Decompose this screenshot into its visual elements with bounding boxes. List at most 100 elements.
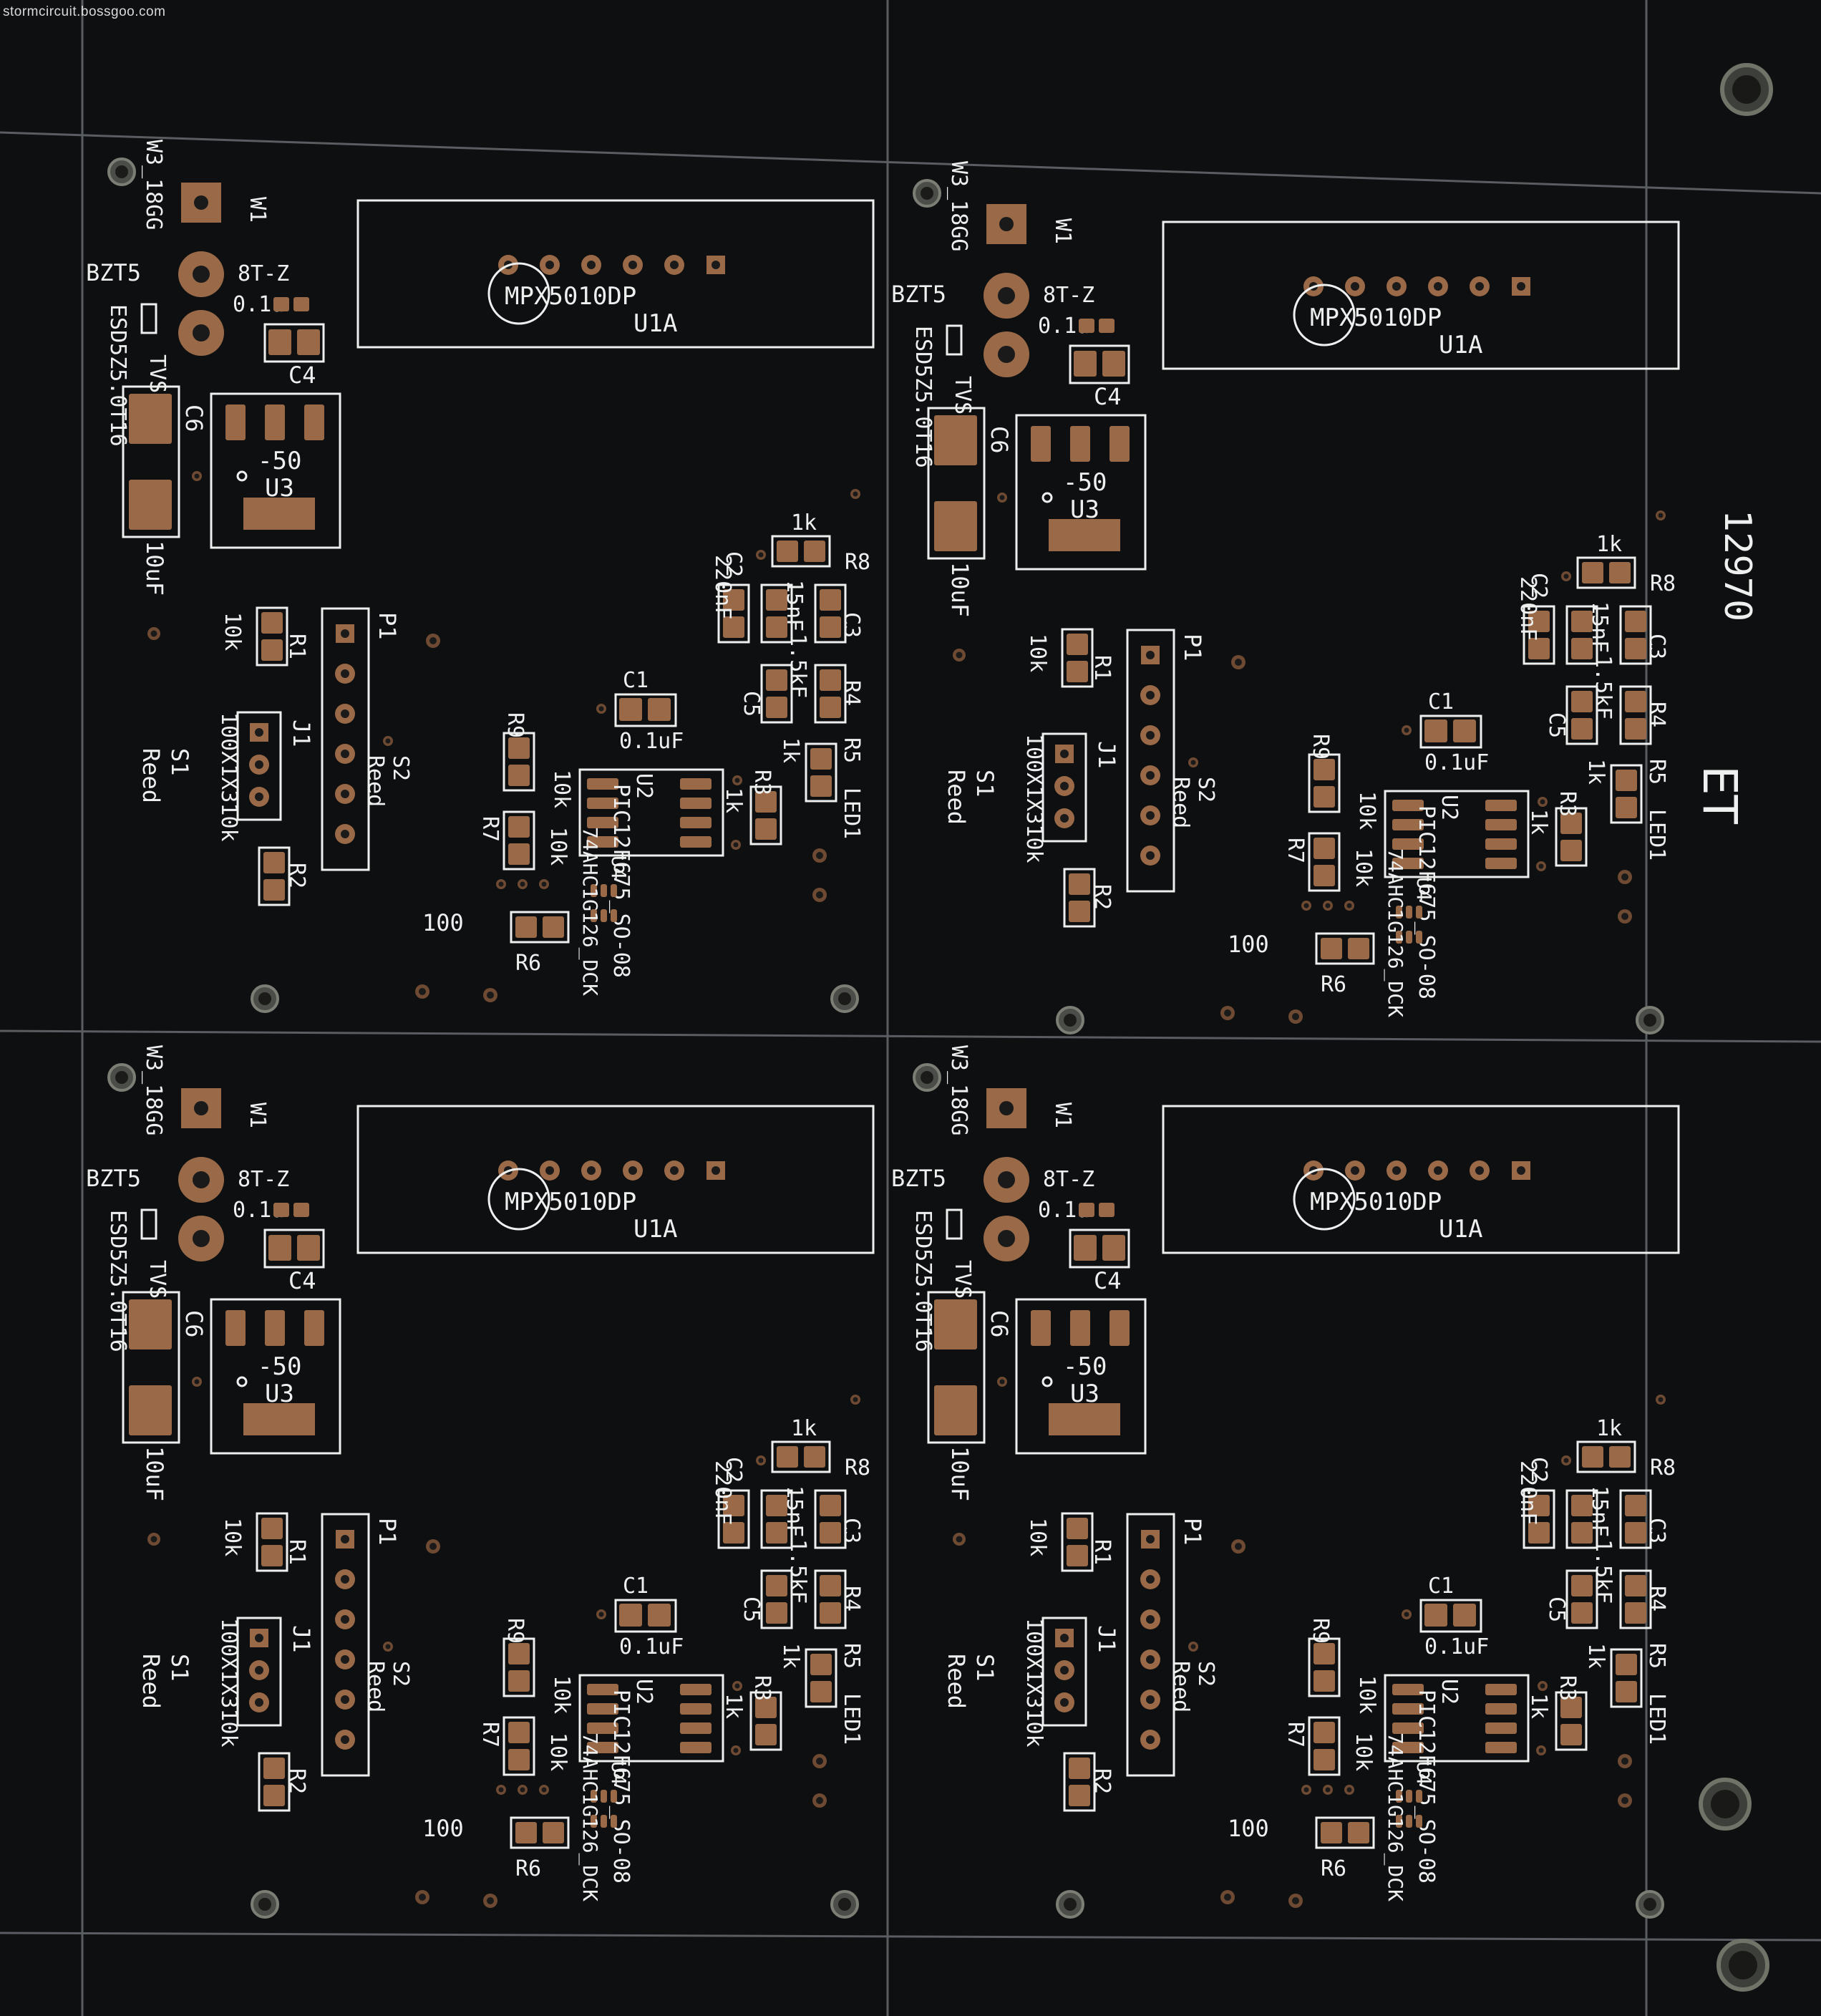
silk-j1: J1 bbox=[288, 719, 315, 747]
silk-r5: R5 bbox=[1644, 759, 1669, 785]
watermark: stormcircuit.bossgoo.com bbox=[3, 4, 166, 19]
via-hole bbox=[1235, 659, 1242, 666]
silk-outline bbox=[1041, 1617, 1087, 1727]
smd-pad bbox=[820, 669, 841, 691]
silk-u4_part: 74AHC1G126_DCK bbox=[578, 1732, 602, 1901]
silk-c4: C4 bbox=[288, 362, 316, 389]
silk-r4_val: 1.5kF bbox=[785, 1539, 810, 1604]
smd-pad bbox=[297, 1235, 320, 1261]
th-pad-hole bbox=[341, 1535, 349, 1544]
smd-pad bbox=[1571, 638, 1593, 659]
smd-pad bbox=[1416, 1790, 1422, 1803]
silk-c3_val: 15nF bbox=[1587, 601, 1612, 653]
smd-pad bbox=[225, 1310, 246, 1346]
smd-pad bbox=[680, 1722, 712, 1734]
silk-j1: J1 bbox=[1093, 741, 1120, 769]
th-pad-hole bbox=[1351, 282, 1359, 291]
smd-pad bbox=[1571, 1575, 1593, 1596]
smd-pad bbox=[1528, 638, 1550, 659]
smd-pad bbox=[766, 589, 787, 611]
smd-pad bbox=[1396, 931, 1402, 944]
smd-pad bbox=[263, 879, 285, 901]
silk-c4: C4 bbox=[1094, 1267, 1122, 1294]
silk-r7: R7 bbox=[477, 816, 502, 842]
silk-c3_val: 15nF bbox=[1587, 1486, 1612, 1537]
smd-pad bbox=[1416, 931, 1422, 944]
via-hole bbox=[1325, 903, 1331, 908]
silk-outline bbox=[1565, 605, 1598, 665]
smd-pad bbox=[1070, 1310, 1090, 1346]
silk-outline bbox=[1015, 1298, 1147, 1455]
silk-c3_val: 15nF bbox=[782, 580, 807, 631]
silk-outline bbox=[1069, 1228, 1130, 1269]
silk-u2_part: PIC12F675_SO-08 bbox=[608, 1690, 633, 1884]
smd-pad bbox=[587, 1742, 618, 1753]
wire-pad-hole bbox=[193, 266, 210, 283]
wire-pad-hole bbox=[999, 217, 1014, 231]
silk-c5: C5 bbox=[739, 1596, 764, 1622]
smd-pad bbox=[261, 1518, 283, 1539]
smd-pad bbox=[1099, 1203, 1115, 1217]
smd-pad bbox=[648, 1604, 671, 1627]
th-pad-hole bbox=[341, 1695, 349, 1704]
silk-u2_part: PIC12F675_SO-08 bbox=[1414, 1690, 1439, 1884]
silk-c2: C2 bbox=[721, 551, 746, 577]
smd-pad bbox=[1560, 813, 1582, 834]
smd-pad bbox=[1625, 1575, 1646, 1596]
smd-pad bbox=[934, 415, 977, 465]
silk-r8: R8 bbox=[1650, 571, 1676, 596]
smd-pad bbox=[766, 669, 787, 691]
silk-s2_val: Reed bbox=[363, 755, 388, 807]
smd-pad bbox=[265, 1310, 285, 1346]
silk-s2_val: Reed bbox=[1168, 777, 1193, 828]
th-pad-hole bbox=[341, 1615, 349, 1624]
via-hole bbox=[385, 1644, 391, 1649]
th-pad-hole bbox=[1475, 282, 1484, 291]
silk-u4: U4 bbox=[1412, 877, 1436, 901]
silk-r3_val: 1k bbox=[1526, 809, 1551, 835]
silk-r4: R4 bbox=[839, 1586, 864, 1612]
silk-outline bbox=[122, 1291, 180, 1444]
smd-pad bbox=[1070, 426, 1090, 462]
smd-pad bbox=[1406, 1815, 1412, 1828]
silk-outline bbox=[946, 1208, 963, 1240]
silk-outline bbox=[814, 1569, 847, 1629]
via-hole bbox=[1621, 1758, 1628, 1765]
smd-pad bbox=[1582, 562, 1603, 583]
silk-u1_part: MPX5010DP bbox=[505, 1188, 636, 1216]
smd-pad bbox=[601, 1790, 607, 1803]
smd-pad bbox=[777, 1446, 798, 1468]
smd-pad bbox=[1616, 797, 1637, 818]
silk-r8_val: 1k bbox=[791, 510, 817, 536]
silk-u4: U4 bbox=[1412, 1761, 1436, 1785]
mounting-hole-center bbox=[1643, 1014, 1656, 1027]
silk-u2: U2 bbox=[1437, 1679, 1462, 1705]
silk-outline bbox=[1619, 605, 1652, 665]
silk-outline bbox=[1308, 1716, 1341, 1776]
silk-outline bbox=[1061, 628, 1094, 688]
via-hole bbox=[733, 842, 739, 848]
smd-pad bbox=[934, 1299, 977, 1349]
smd-pad bbox=[1102, 351, 1125, 377]
silk-r9: R9 bbox=[502, 1618, 528, 1644]
smd-pad bbox=[1453, 1604, 1476, 1627]
via-hole bbox=[758, 1458, 764, 1463]
via-hole bbox=[1346, 903, 1352, 908]
silk-r1_val: 10k bbox=[1025, 634, 1050, 672]
silk-outline bbox=[502, 1637, 535, 1697]
silk-u1_part: MPX5010DP bbox=[1310, 1188, 1442, 1216]
smd-pad bbox=[1625, 638, 1646, 659]
smd-pad bbox=[680, 1703, 712, 1715]
silk-outline bbox=[1419, 714, 1482, 749]
smd-pad bbox=[293, 297, 309, 311]
smd-pad bbox=[766, 1602, 787, 1624]
silk-r4_val: 1.5kF bbox=[1591, 1539, 1616, 1604]
smd-pad bbox=[1069, 1758, 1090, 1779]
smd-pad bbox=[1031, 426, 1051, 462]
silk-r8_val: 1k bbox=[1596, 532, 1622, 557]
via-hole bbox=[419, 988, 426, 995]
silk-outline bbox=[256, 1512, 288, 1572]
smd-pad bbox=[297, 329, 320, 355]
smd-pad bbox=[611, 884, 617, 897]
